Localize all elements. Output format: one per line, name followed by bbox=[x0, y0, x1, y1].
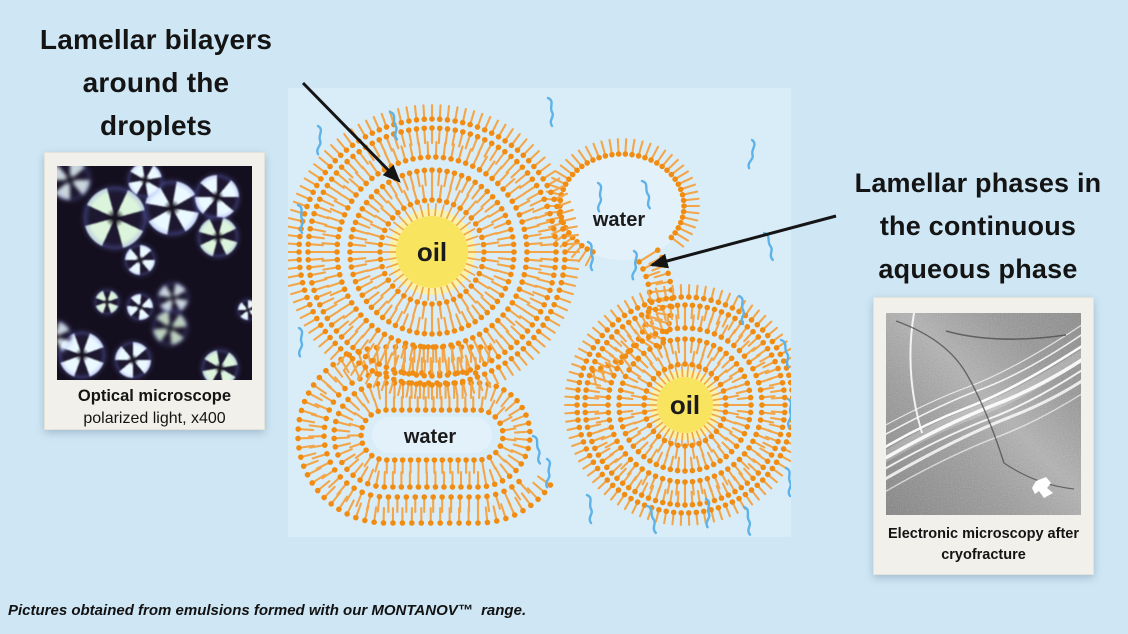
emulsion-droplet bbox=[125, 245, 155, 275]
em-caption: Electronic microscopy after cryofracture bbox=[873, 524, 1094, 566]
heading-right-line1: Lamellar phases in bbox=[854, 168, 1102, 198]
em-caption-line2: cryofracture bbox=[941, 547, 1026, 563]
emulsion-droplet bbox=[198, 217, 238, 257]
arrow-to-lamellar-phase bbox=[649, 214, 837, 269]
emulsion-droplet bbox=[238, 300, 252, 320]
emulsion-droplet bbox=[128, 166, 162, 197]
electron-micrograph-image bbox=[886, 313, 1081, 515]
heading-left-line3: droplets bbox=[99, 110, 213, 141]
cryofracture-texture bbox=[886, 313, 1081, 515]
emulsion-droplet bbox=[195, 175, 239, 219]
emulsion-droplet bbox=[158, 283, 188, 313]
heading-lamellar-bilayers: Lamellar bilayers around the droplets bbox=[0, 18, 312, 147]
optical-caption-subtitle: polarized light, x400 bbox=[83, 410, 226, 427]
water-label-pocket: water bbox=[592, 209, 645, 231]
emulsion-droplet bbox=[202, 350, 238, 380]
em-caption-line1: Electronic microscopy after bbox=[888, 526, 1079, 542]
heading-left-line2: around the bbox=[82, 67, 230, 98]
optical-micrograph-image bbox=[57, 166, 252, 380]
optical-caption: Optical microscope polarized light, x400 bbox=[44, 385, 265, 430]
emulsion-droplet bbox=[84, 187, 146, 249]
optical-microscope-polaroid: Optical microscope polarized light, x400 bbox=[44, 152, 265, 430]
heading-lamellar-phases: Lamellar phases in the continuous aqueou… bbox=[840, 162, 1116, 291]
surfactant-structures bbox=[288, 96, 791, 536]
optical-caption-title: Optical microscope bbox=[77, 387, 232, 405]
heading-right-line2: the continuous bbox=[879, 211, 1077, 241]
footnote: Pictures obtained from emulsions formed … bbox=[8, 602, 527, 619]
oil-label-2: oil bbox=[670, 390, 700, 420]
emulsion-droplet bbox=[127, 294, 153, 320]
heading-left-line1: Lamellar bilayers bbox=[39, 24, 273, 55]
emulsion-droplet bbox=[57, 321, 71, 353]
electron-microscope-polaroid: Electronic microscopy after cryofracture bbox=[873, 297, 1094, 575]
heading-right-line3: aqueous phase bbox=[878, 254, 1078, 284]
emulsion-droplet bbox=[115, 342, 151, 378]
emulsion-droplet bbox=[57, 166, 90, 200]
arrow-to-droplet-bilayers bbox=[301, 81, 401, 183]
emulsion-droplet bbox=[153, 311, 187, 345]
oil-label-1: oil bbox=[417, 237, 447, 267]
water-label-channel: water bbox=[403, 426, 456, 448]
emulsion-droplet bbox=[95, 290, 119, 314]
